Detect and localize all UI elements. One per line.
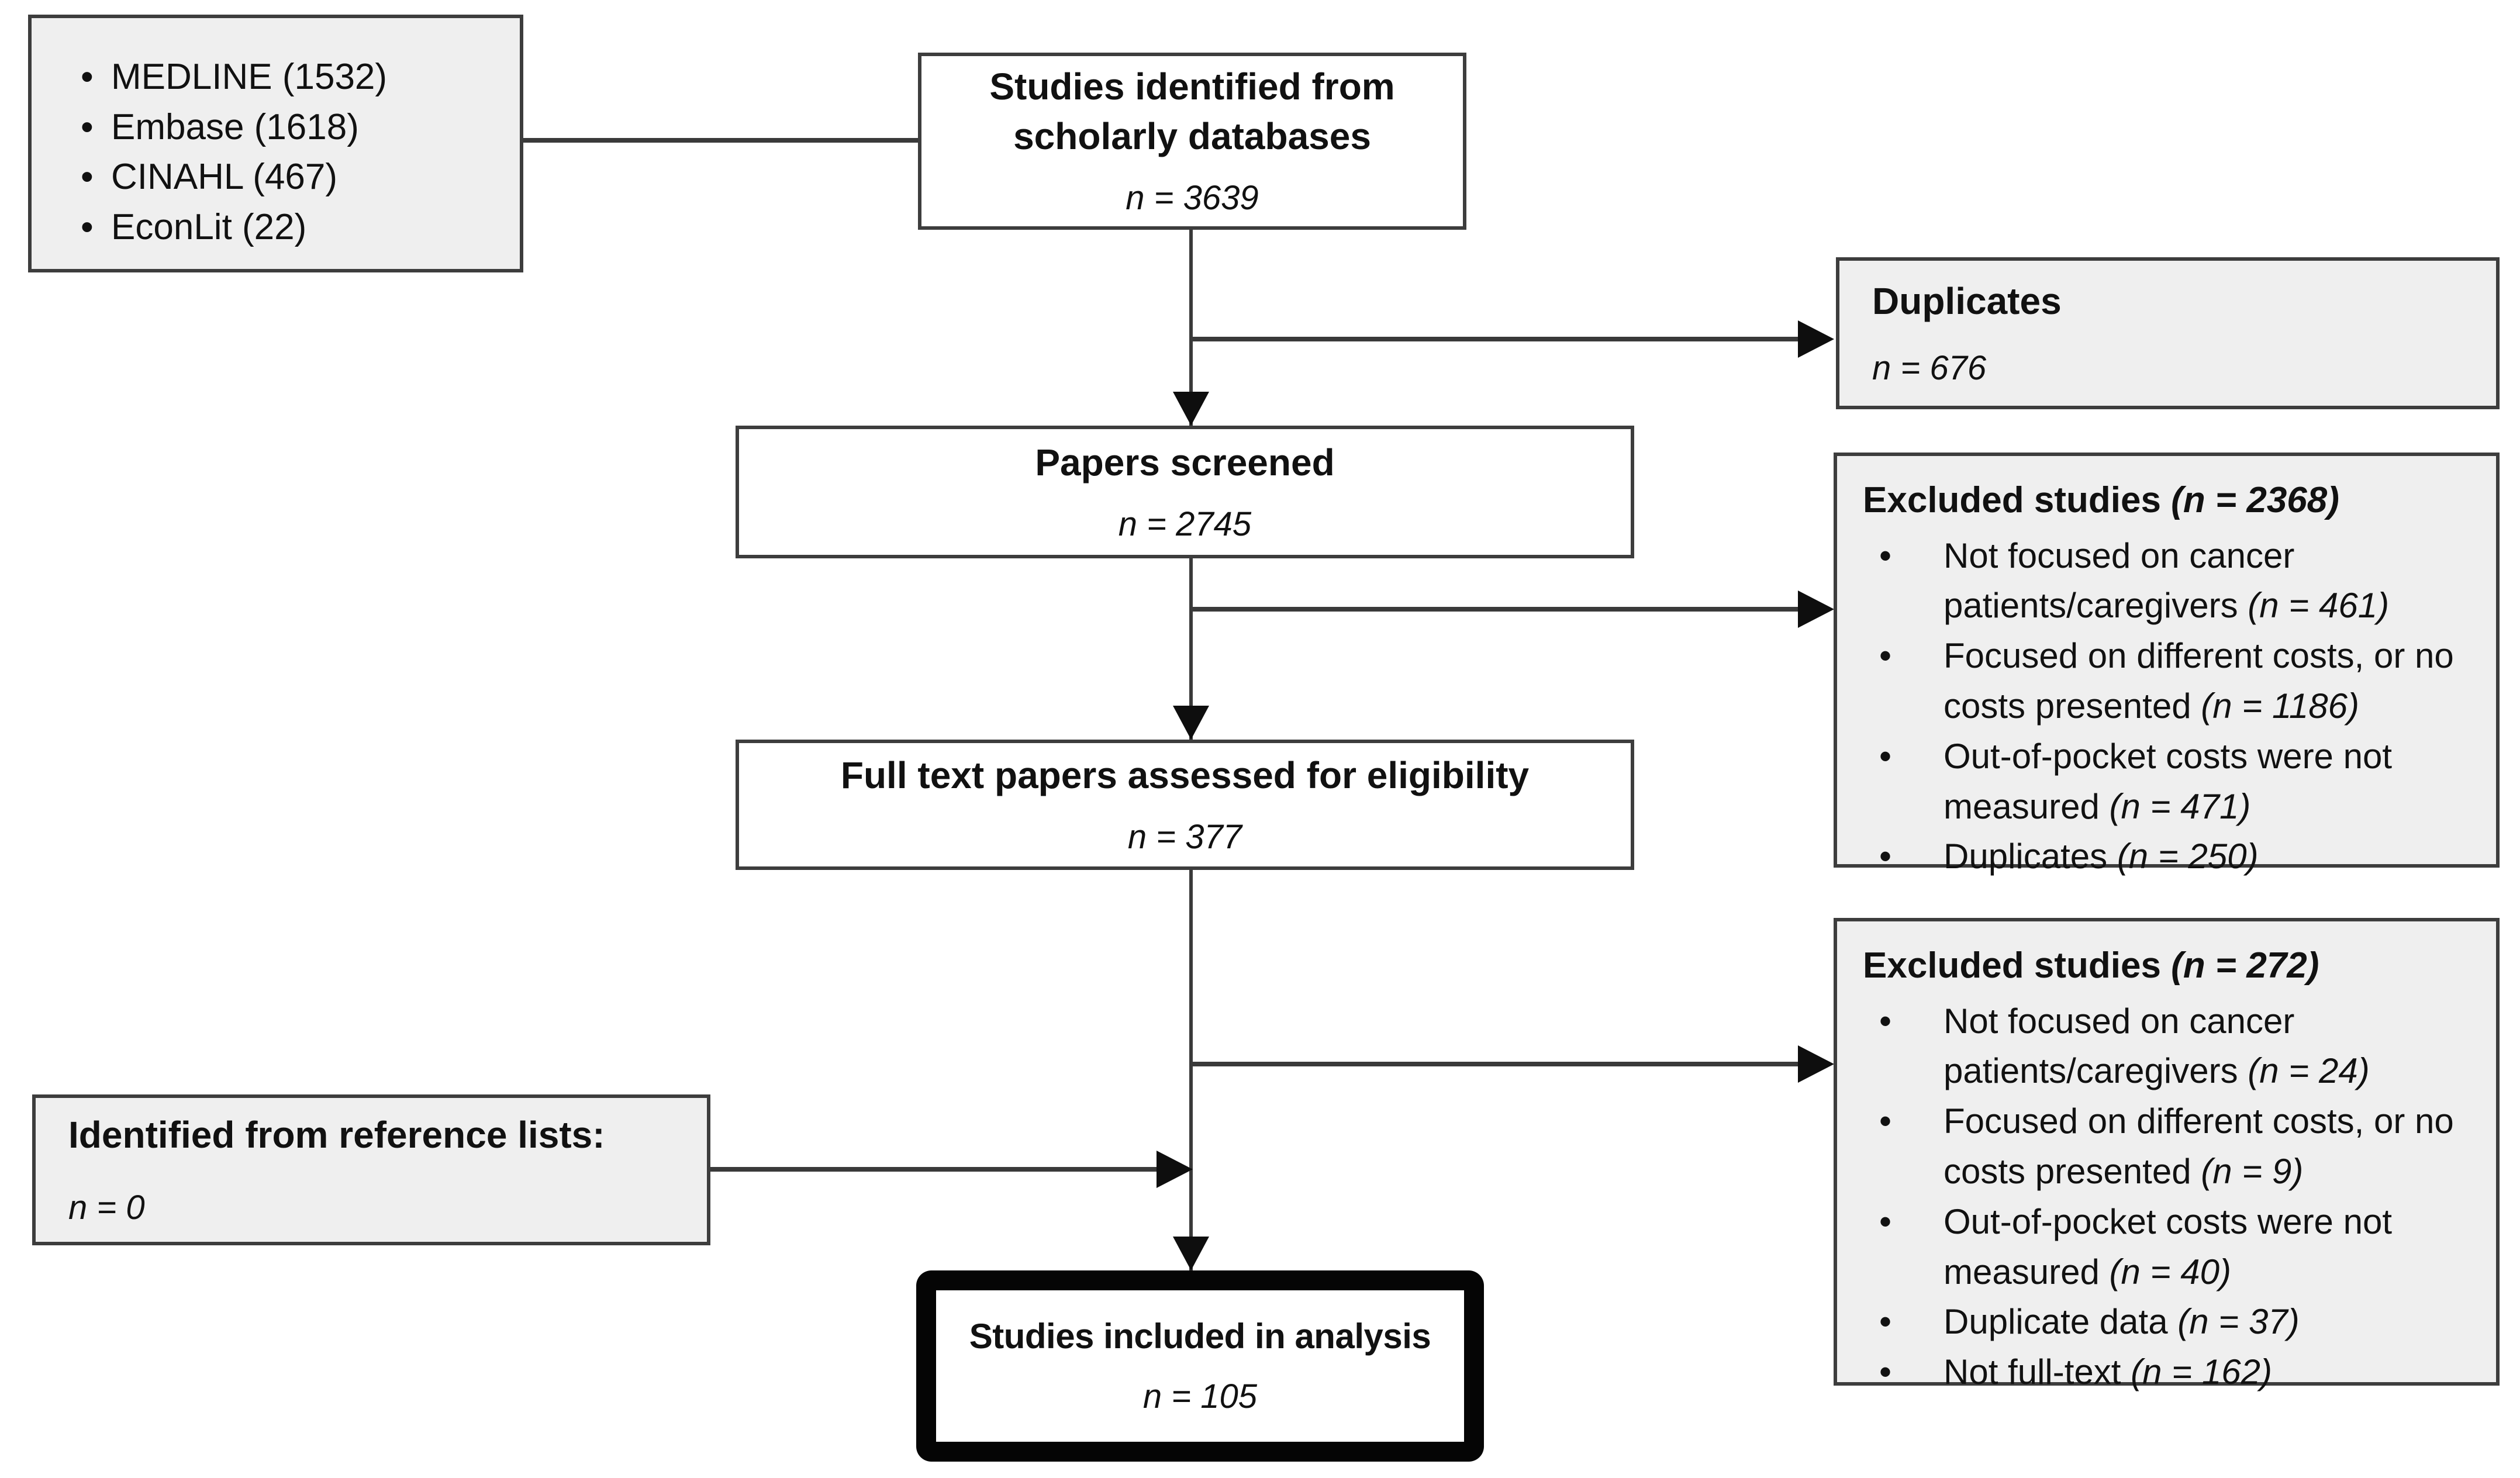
arrowhead-down-screened-icon: [1173, 392, 1209, 426]
connector-branch-duplicates: [1191, 337, 1799, 341]
sources-box: MEDLINE (1532)Embase (1618)CINAHL (467)E…: [28, 15, 523, 272]
included-title: Studies included in analysis: [969, 1317, 1431, 1356]
identified-title: Studies identified from scholarly databa…: [989, 65, 1395, 157]
arrowhead-down-included-icon: [1173, 1237, 1209, 1270]
exclusion-reason-item: Focused on different costs, or no costs …: [1866, 1096, 2475, 1197]
arrowhead-down-fulltext-icon: [1173, 706, 1209, 740]
exclusion-reason-item-count: (n = 1186): [2201, 686, 2359, 726]
reference-lists-box: Identified from reference lists: n = 0: [32, 1094, 710, 1245]
exclusion-reason-item: Out-of-pocket costs were not measured (n…: [1866, 731, 2475, 832]
exclusion-reason-item: Duplicate data (n = 37): [1866, 1297, 2475, 1347]
exclusion-reason-item-label: Not full-text: [1943, 1352, 2131, 1392]
duplicates-title: Duplicates: [1872, 280, 2062, 323]
fulltext-count: n = 377: [1127, 818, 1242, 857]
identified-count: n = 3639: [1126, 179, 1259, 217]
excluded-screening-title: Excluded studies: [1863, 480, 2161, 520]
exclusion-reason-item-count: (n = 461): [2248, 586, 2390, 626]
connector-sources-to-identified: [523, 138, 918, 143]
exclusion-reason-item-count: (n = 9): [2201, 1152, 2304, 1192]
connector-screened-to-fulltext: [1189, 558, 1193, 740]
connector-identified-to-screened: [1189, 230, 1193, 426]
screened-count: n = 2745: [1118, 505, 1252, 544]
exclusion-reason-item-count: (n = 471): [2109, 786, 2251, 826]
excluded-screening-list: Not focused on cancer patients/caregiver…: [1837, 531, 2496, 882]
screened-title: Papers screened: [1035, 441, 1335, 484]
exclusion-reason-item-label: Not focused on cancer patients/caregiver…: [1943, 536, 2295, 626]
database-item: EconLit (22): [81, 202, 502, 253]
excluded-fulltext-count: (n = 272): [2171, 945, 2319, 986]
database-item: MEDLINE (1532): [81, 52, 502, 102]
sources-list: MEDLINE (1532)Embase (1618)CINAHL (467)E…: [32, 18, 520, 252]
exclusion-reason-item-label: Out-of-pocket costs were not measured: [1943, 736, 2392, 826]
excluded-fulltext-title: Excluded studies: [1863, 945, 2161, 986]
database-item: Embase (1618): [81, 102, 502, 153]
exclusion-reason-item: Not focused on cancer patients/caregiver…: [1866, 996, 2475, 1097]
exclusion-reason-item-count: (n = 162): [2131, 1352, 2272, 1392]
exclusion-reason-item-label: Duplicates: [1943, 837, 2117, 876]
identified-box: Studies identified from scholarly databa…: [918, 53, 1466, 230]
exclusion-reason-item-label: Focused on different costs, or no costs …: [1943, 636, 2454, 726]
exclusion-reason-item: Focused on different costs, or no costs …: [1866, 631, 2475, 731]
excluded-screening-count: (n = 2368): [2171, 480, 2339, 520]
exclusion-reason-item-label: Out-of-pocket costs were not measured: [1943, 1201, 2392, 1291]
included-box: Studies included in analysis n = 105: [916, 1270, 1484, 1462]
fulltext-title: Full text papers assessed for eligibilit…: [840, 754, 1530, 796]
exclusion-reason-item-label: Focused on different costs, or no costs …: [1943, 1101, 2454, 1192]
exclusion-reason-item-label: Not focused on cancer patients/caregiver…: [1943, 1001, 2295, 1091]
database-item: CINAHL (467): [81, 152, 502, 202]
arrowhead-right-duplicates-icon: [1798, 320, 1834, 358]
excluded-fulltext-list: Not focused on cancer patients/caregiver…: [1837, 996, 2496, 1397]
exclusion-reason-item-count: (n = 37): [2177, 1302, 2300, 1342]
excluded-fulltext-box: Excluded studies (n = 272) Not focused o…: [1834, 918, 2500, 1397]
exclusion-reason-item-count: (n = 24): [2248, 1051, 2370, 1091]
connector-branch-excluded-fulltext: [1191, 1062, 1799, 1066]
arrowhead-right-mainline-icon: [1157, 1151, 1193, 1188]
arrowhead-right-excluded-fulltext-icon: [1798, 1045, 1834, 1083]
duplicates-box: Duplicates n = 676: [1836, 257, 2500, 409]
arrowhead-right-excluded-screening-icon: [1798, 590, 1834, 628]
connector-reference-lists-to-mainline: [710, 1167, 1158, 1172]
connector-fulltext-to-included: [1189, 870, 1193, 1270]
duplicates-count: n = 676: [1872, 348, 1987, 387]
screened-box: Papers screened n = 2745: [736, 426, 1634, 558]
connector-branch-excluded-screening: [1191, 607, 1799, 612]
reference-lists-count: n = 0: [68, 1189, 145, 1227]
exclusion-reason-item-count: (n = 40): [2109, 1252, 2231, 1291]
excluded-fulltext-heading: Excluded studies (n = 272): [1837, 921, 2496, 996]
included-count: n = 105: [1142, 1377, 1258, 1416]
exclusion-reason-item-label: Duplicate data: [1943, 1302, 2178, 1342]
exclusion-reason-item: Not focused on cancer patients/caregiver…: [1866, 531, 2475, 631]
exclusion-reason-item: Duplicates (n = 250): [1866, 831, 2475, 882]
excluded-screening-box: Excluded studies (n = 2368) Not focused …: [1834, 453, 2500, 882]
fulltext-box: Full text papers assessed for eligibilit…: [736, 740, 1634, 870]
reference-lists-title: Identified from reference lists:: [68, 1113, 605, 1156]
exclusion-reason-item: Not full-text (n = 162): [1866, 1347, 2475, 1397]
excluded-screening-heading: Excluded studies (n = 2368): [1837, 456, 2496, 531]
exclusion-reason-item-count: (n = 250): [2117, 837, 2259, 876]
exclusion-reason-item: Out-of-pocket costs were not measured (n…: [1866, 1197, 2475, 1297]
